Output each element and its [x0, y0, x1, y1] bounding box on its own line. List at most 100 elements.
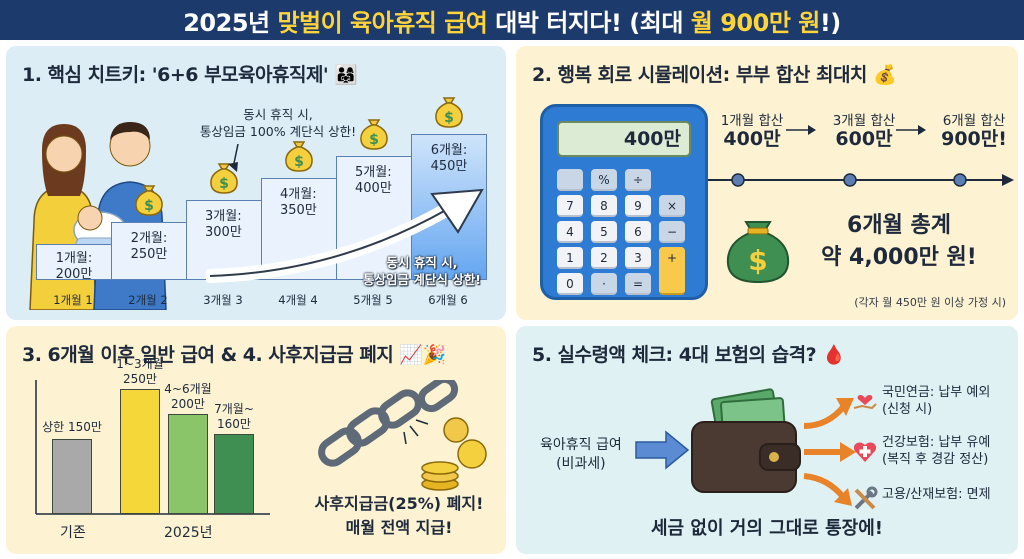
step-label-value: 200만 [55, 267, 93, 282]
calc-key: + [659, 247, 685, 295]
panel-general-benefit: 3. 6개월 이후 일반 급여 & 4. 사후지급금 폐지 📈🎉 기존 2025… [6, 326, 506, 554]
bar-label: 상한 150만 [42, 420, 102, 434]
x-label-before: 기존 [60, 525, 86, 541]
title-part: !) [819, 8, 841, 37]
svg-text:$: $ [369, 132, 379, 148]
input-line: 육아휴직 급여 [540, 437, 622, 453]
insurance-status: 고용/산재보험: 면제 [882, 487, 991, 502]
calc-key: 8 [591, 195, 617, 217]
calc-key: 2 [591, 247, 617, 269]
step-label-line: 6개월: [430, 143, 468, 158]
title-highlight: 맞벌이 육아휴직 급여 [277, 8, 488, 37]
step-x-label: 5개월 5 [353, 293, 393, 307]
x-label-after: 2025년 [164, 525, 213, 541]
input-line: (비과세) [556, 456, 606, 472]
branch-arrows [803, 398, 856, 506]
step-x-label: 1개월 1 [53, 293, 93, 307]
broken-chain-icon [318, 380, 487, 491]
insurance-status: 건강보험: 납부 유예 [882, 435, 991, 450]
step-x-label: 2개월 2 [128, 293, 168, 307]
timeline-value: 900만! [941, 128, 1007, 150]
step-label-line: 1개월: [55, 251, 93, 266]
bar-label-period: 4~6개월 [164, 382, 212, 396]
insurance-item: 국민연금: 납부 예외(신청 시) [882, 384, 990, 418]
bar-label: 7개월~160만 [204, 402, 264, 432]
panel-take-home: 5. 실수령액 체크: 4대 보험의 습격? 🩸 육아휴직 급여 (비과세) 국… [516, 326, 1018, 554]
svg-text:$: $ [748, 244, 767, 277]
total-line: 약 4,000만 원! [821, 245, 977, 270]
panel-title: 1. 핵심 치트키: '6+6 부모육아휴직제' 👨‍👩‍👧 [22, 64, 358, 86]
step-1: 1개월:200만 [36, 244, 112, 282]
step-label: 5개월:400만 [337, 165, 411, 197]
note-line: 동시 휴직 시, [386, 255, 458, 270]
calculator-screen: 400만 [557, 121, 691, 157]
calc-key: 9 [625, 195, 651, 217]
step-label-value: 400만 [355, 181, 392, 196]
bar-label-period: 7개월~ [214, 402, 254, 416]
calc-key: 3 [625, 247, 651, 269]
bar-label-value: 160만 [217, 417, 251, 431]
assumption-note: (각자 월 450만 원 이상 가정 시) [854, 296, 1006, 309]
input-arrow [635, 430, 690, 470]
note-line: 통상임금 계단식 상한! [363, 272, 481, 287]
insurance-item: 건강보험: 납부 유예(복직 후 경감 정산) [882, 434, 990, 468]
step-label-value: 300만 [205, 225, 242, 240]
step-6: 6개월:450만 [411, 134, 487, 280]
note-arrow: 동시 휴직 시, 통상임금 계단식 상한! [342, 254, 502, 288]
bar-label-value: 250만 [123, 372, 157, 386]
bar-1 [52, 439, 92, 514]
money-bag-icon: $ [359, 116, 389, 154]
note-line: 동시 휴직 시, [243, 107, 313, 122]
insurance-condition: (신청 시) [882, 402, 933, 417]
title-part: 2025년 [183, 8, 278, 37]
insurance-item: 고용/산재보험: 면제 [882, 486, 991, 503]
bar-axes [35, 380, 270, 515]
money-bag-icon: $ [209, 160, 239, 198]
calc-key: ÷ [625, 169, 651, 191]
svg-text:$: $ [219, 176, 229, 192]
total-line: 6개월 총계 [847, 213, 951, 238]
rising-arrow [206, 188, 484, 283]
note-pointer [228, 144, 239, 172]
chain-note-line: 사후지급금(25%) 폐지! [314, 494, 484, 513]
timeline [708, 173, 1014, 187]
timeline-period: 1개월 합산 [720, 113, 784, 129]
health-heart-cross-icon [853, 442, 877, 462]
panel-title: 3. 6개월 이후 일반 급여 & 4. 사후지급금 폐지 📈🎉 [22, 344, 446, 366]
timeline-period: 3개월 합산 [832, 113, 896, 129]
step-label-line: 2개월: [130, 231, 168, 246]
timeline-value: 600만 [835, 128, 893, 150]
calc-key: × [659, 195, 685, 217]
timeline-arrows [786, 125, 926, 135]
wallet-icon [691, 388, 801, 493]
step-label-value: 450만 [430, 159, 468, 174]
svg-text:$: $ [144, 198, 154, 214]
title-highlight: 월 900만 원 [690, 8, 821, 37]
svg-text:$: $ [444, 110, 454, 126]
bar-3 [168, 414, 208, 514]
calc-key: 6 [625, 221, 651, 243]
money-bag-icon: $ [134, 182, 164, 220]
calc-key: 5 [591, 221, 617, 243]
money-bag-icon: $ [434, 94, 464, 132]
step-label-line: 3개월: [205, 209, 242, 224]
take-home-footer: 세금 없이 거의 그대로 통장에! [651, 518, 883, 539]
timeline-value: 400만 [723, 128, 781, 150]
note-line: 통상임금 100% 계단식 상한! [199, 124, 357, 139]
step-label: 2개월:250만 [112, 231, 186, 263]
calc-key: 0 [557, 273, 583, 295]
calc-key-blank [557, 169, 583, 191]
bar-4 [214, 434, 254, 514]
money-bag-icon: $ [726, 221, 790, 284]
bar-label-period: 1~3개월 [116, 357, 164, 371]
bar-label-value: 200만 [171, 397, 205, 411]
step-label-value: 250만 [130, 247, 168, 262]
input-label: 육아휴직 급여 (비과세) [540, 436, 622, 474]
svg-text:$: $ [294, 154, 304, 170]
